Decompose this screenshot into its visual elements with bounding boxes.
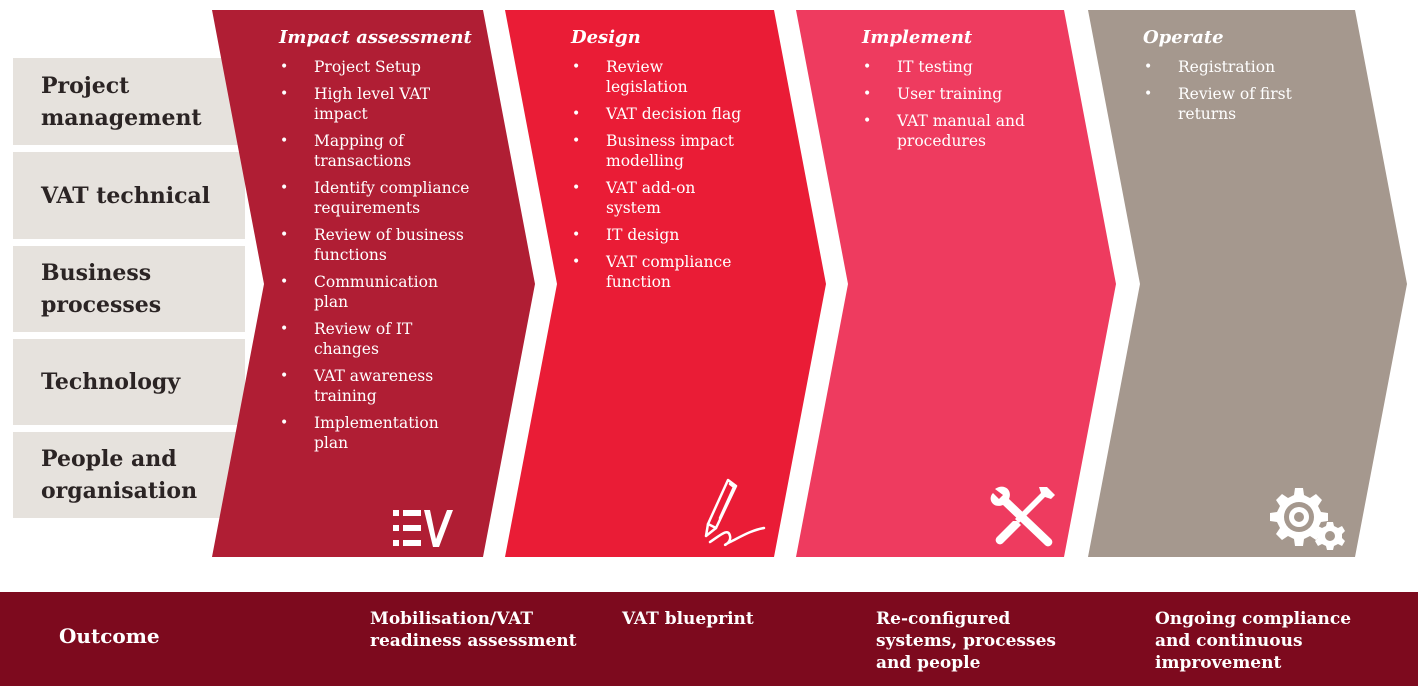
chevron-4 bbox=[1088, 10, 1407, 557]
list-item: VAT manual and procedures bbox=[862, 111, 1062, 151]
outcome-label: Outcome bbox=[59, 624, 160, 648]
list-item: IT design bbox=[571, 225, 761, 245]
checklist-icon bbox=[393, 510, 453, 547]
pen-signature-icon bbox=[704, 478, 766, 547]
list-item: High level VAT impact bbox=[279, 84, 439, 124]
list-item: IT testing bbox=[862, 57, 1062, 77]
list-item: Review of IT changes bbox=[279, 319, 434, 359]
outcome-item: Ongoing compliance and continuous improv… bbox=[1155, 609, 1352, 673]
outcome-item: VAT blueprint bbox=[622, 609, 754, 629]
phase-impact-assessment: Impact assessment Project Setup High lev… bbox=[279, 26, 479, 460]
outcome-item: Re-configured systems, processes and peo… bbox=[876, 609, 1056, 673]
phase-title: Impact assessment bbox=[279, 27, 472, 48]
phase-implement: Implement IT testing User training VAT m… bbox=[862, 26, 1062, 158]
phase-operate: Operate Registration Review of first ret… bbox=[1143, 26, 1343, 131]
list-item: VAT add-on system bbox=[571, 178, 731, 218]
list-item: Review of first returns bbox=[1143, 84, 1313, 124]
list-item: VAT compliance function bbox=[571, 252, 756, 292]
list-item: Mapping of transactions bbox=[279, 131, 434, 171]
row-label-people-organisation: People and organisation bbox=[13, 432, 245, 518]
list-item: User training bbox=[862, 84, 1062, 104]
list-item: Identify compliance requirements bbox=[279, 178, 484, 218]
list-item: VAT decision flag bbox=[571, 104, 761, 124]
gears-icon bbox=[1270, 488, 1345, 550]
phase-design: Design Review legislation VAT decision f… bbox=[571, 26, 761, 299]
row-label-text: VAT technical bbox=[41, 182, 211, 209]
phase-title: Implement bbox=[862, 27, 973, 48]
list-item: Project Setup bbox=[279, 57, 479, 77]
list-item: VAT awareness training bbox=[279, 366, 444, 406]
outcome-bar: Outcome Mobilisation/VAT readiness asses… bbox=[0, 592, 1418, 686]
list-item: Review of business functions bbox=[279, 225, 479, 265]
row-label-text: Project management bbox=[41, 72, 202, 131]
row-label-vat-technical: VAT technical bbox=[13, 152, 245, 239]
outcome-item: Mobilisation/VAT readiness assessment bbox=[370, 609, 577, 651]
row-label-business-processes: Business processes bbox=[13, 246, 245, 332]
list-item: Review legislation bbox=[571, 57, 706, 97]
list-item: Registration bbox=[1143, 57, 1343, 77]
row-label-project-management: Project management bbox=[13, 58, 245, 145]
wrench-screwdriver-icon bbox=[990, 486, 1055, 547]
row-label-text: Technology bbox=[41, 369, 181, 395]
row-label-text: Business processes bbox=[41, 260, 162, 318]
row-label-text: People and organisation bbox=[41, 446, 198, 504]
row-label-technology: Technology bbox=[13, 339, 245, 425]
list-item: Implementation plan bbox=[279, 413, 454, 453]
phase-title: Design bbox=[571, 27, 641, 48]
list-item: Business impact modelling bbox=[571, 131, 756, 171]
list-item: Communication plan bbox=[279, 272, 454, 312]
phase-title: Operate bbox=[1143, 27, 1224, 48]
